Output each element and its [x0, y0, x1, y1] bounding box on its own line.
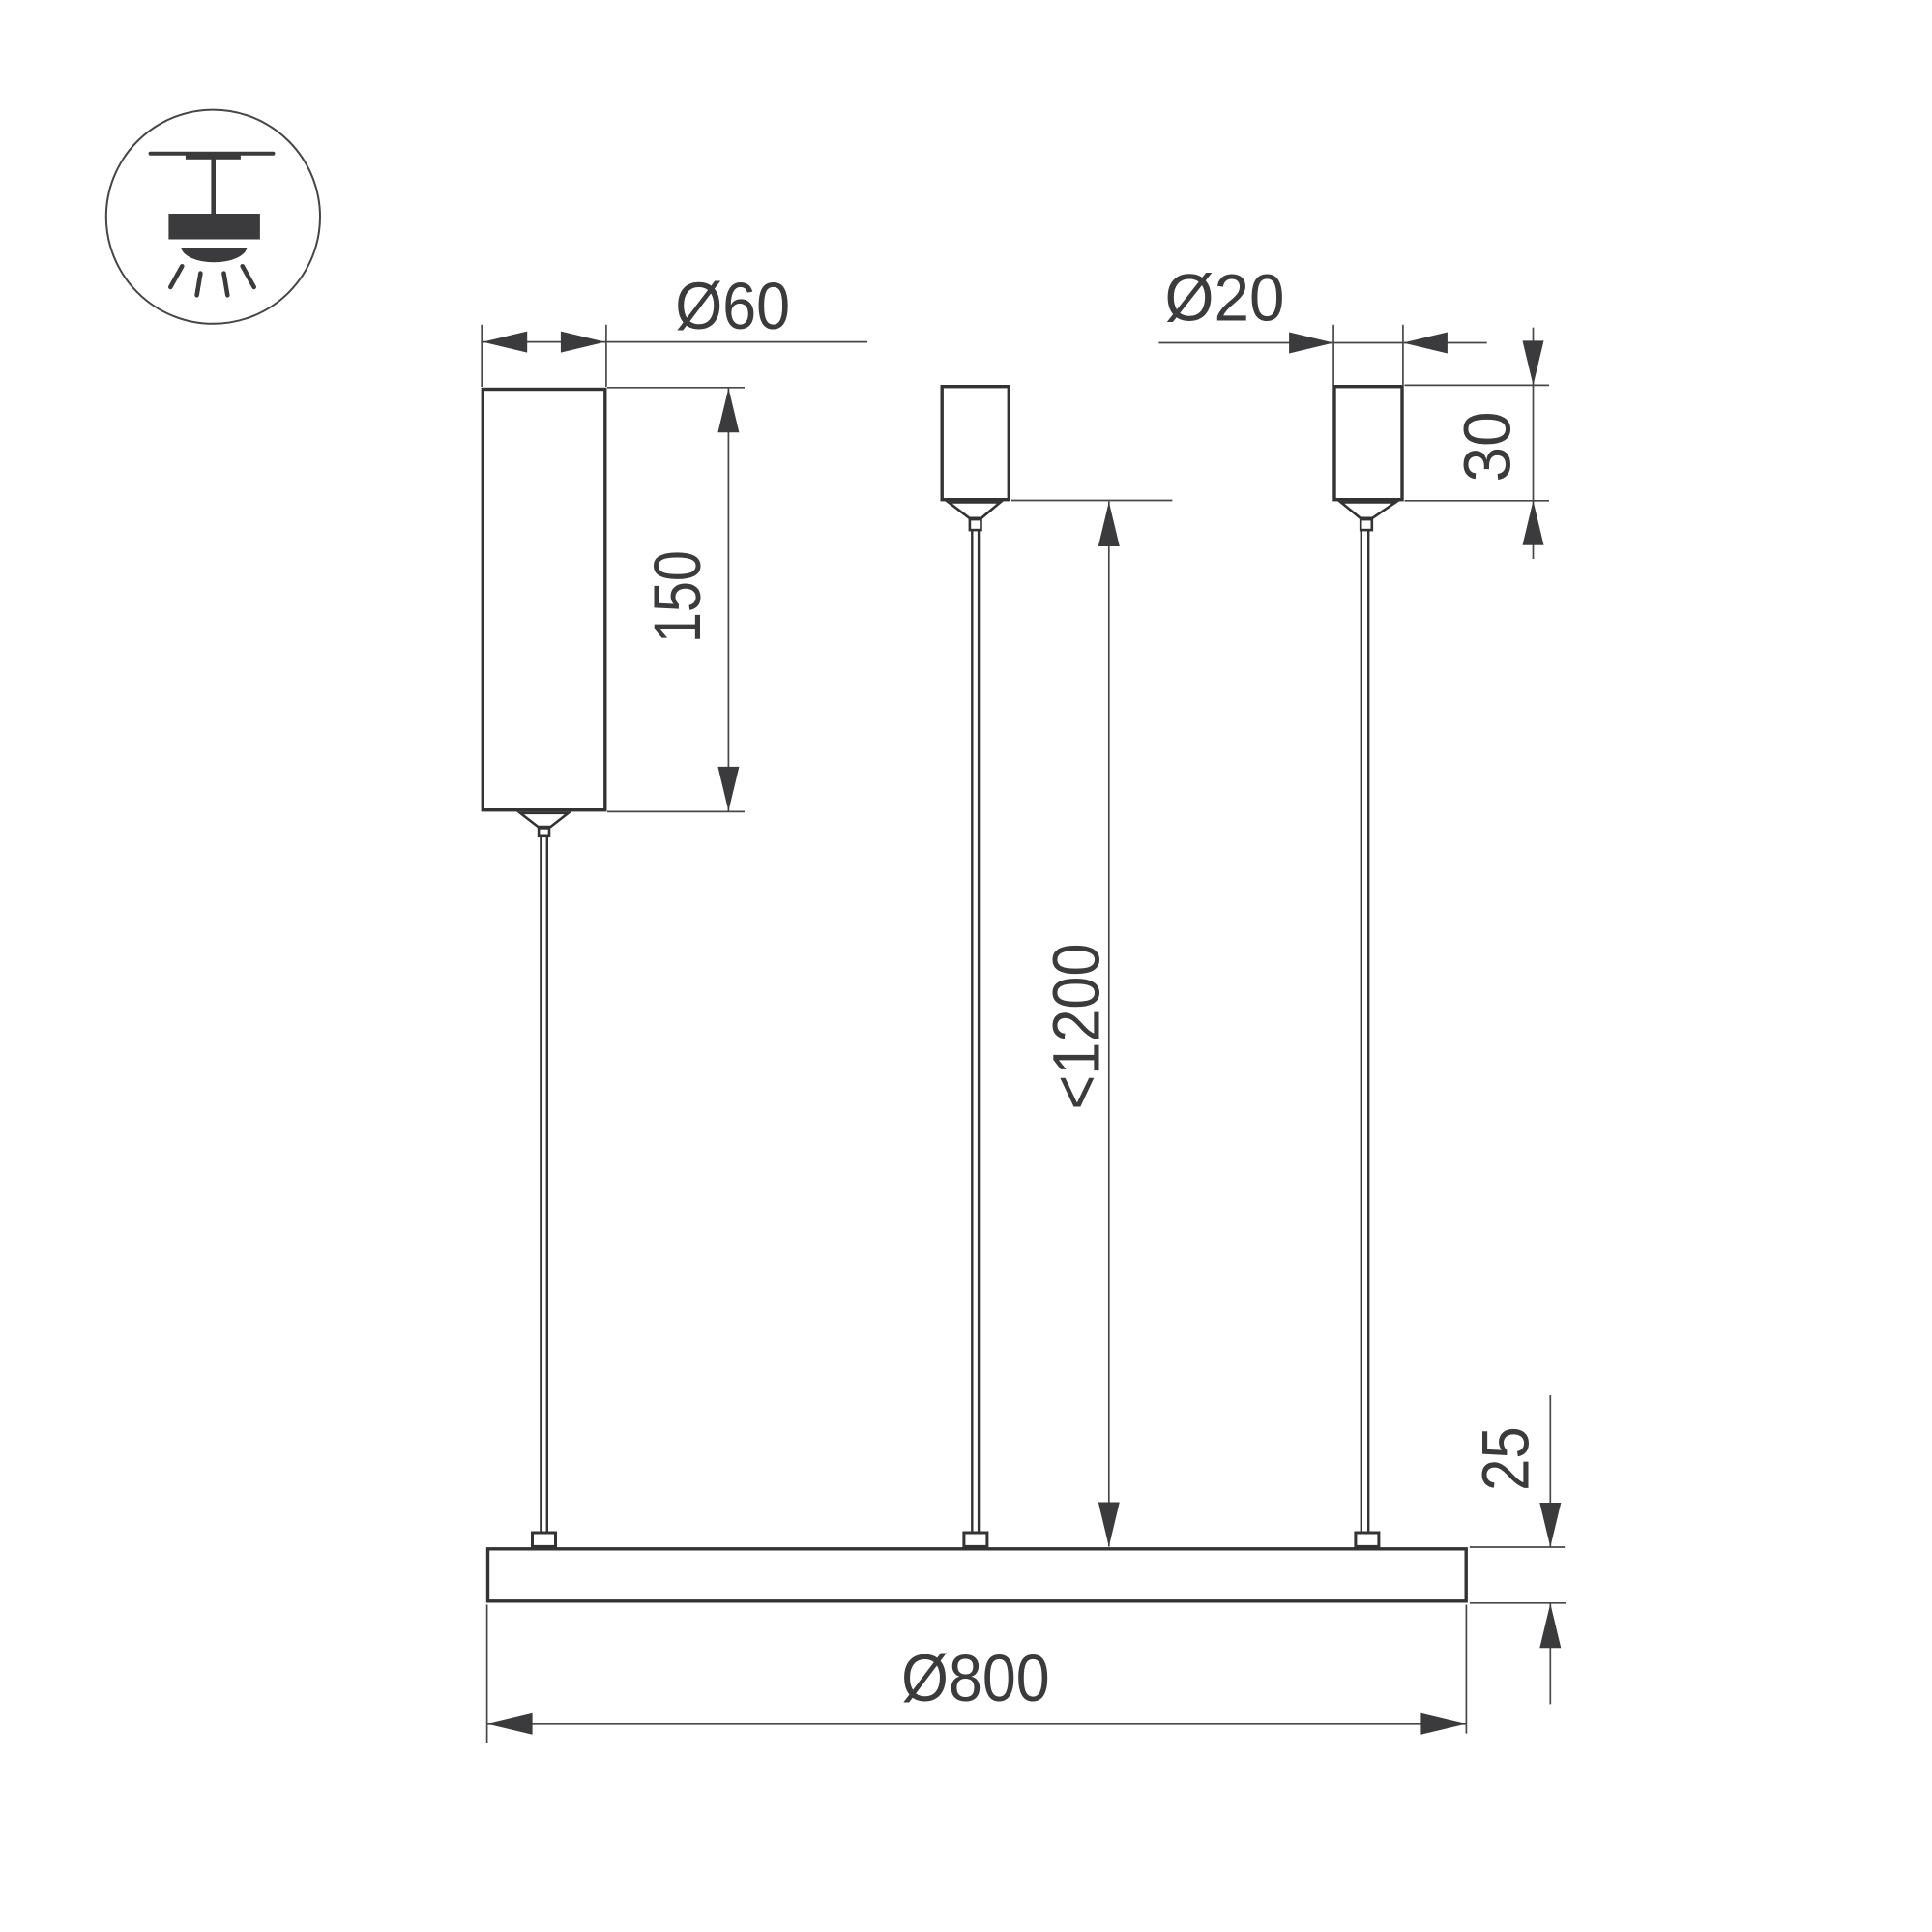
- svg-text:Ø800: Ø800: [901, 1641, 1050, 1715]
- svg-text:150: 150: [640, 550, 715, 643]
- svg-text:<1200: <1200: [1039, 944, 1113, 1110]
- svg-text:30: 30: [1449, 412, 1524, 483]
- svg-text:Ø60: Ø60: [675, 269, 790, 343]
- svg-text:Ø20: Ø20: [1165, 261, 1285, 336]
- svg-text:25: 25: [1469, 1426, 1543, 1491]
